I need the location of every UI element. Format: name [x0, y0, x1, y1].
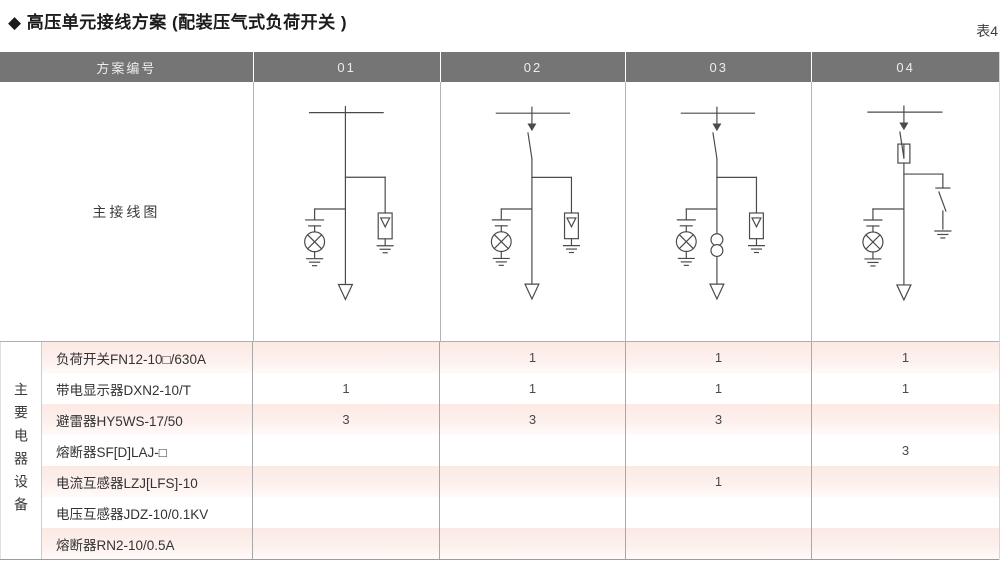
- quantity-cell: [252, 342, 439, 373]
- equipment-label: 熔断器SF[D]LAJ-□: [56, 444, 167, 460]
- equipment-section: 主要电器设备 负荷开关FN12-10□/630A 1 1 1 带电显示器DXN2…: [0, 341, 999, 560]
- scheme-table: 方案编号 01 02 03 04 主接线图 主要电器设备 负荷开关FN12-10…: [0, 52, 1000, 560]
- quantity-cell: [439, 435, 625, 466]
- quantity-cell: 3: [811, 435, 999, 466]
- equipment-row-voltage-indicator: 带电显示器DXN2-10/T 1 1 1 1: [42, 373, 999, 404]
- wiring-diagram-04: [811, 82, 999, 341]
- quantity-cell: [439, 528, 625, 559]
- one-line-diagram: [676, 106, 766, 301]
- equipment-label: 负荷开关FN12-10□/630A: [56, 351, 206, 367]
- wiring-diagram-03: [625, 82, 811, 341]
- table-header-row: 方案编号 01 02 03 04: [0, 52, 999, 82]
- header-scheme-02: 02: [439, 52, 626, 82]
- quantity-cell: 1: [625, 373, 811, 404]
- equipment-side-strip: 主要电器设备: [0, 342, 42, 559]
- quantity-cell: 1: [625, 342, 811, 373]
- header-scheme-04: 04: [811, 52, 999, 82]
- equipment-row-current-transformer: 电流互感器LZJ[LFS]-10 1: [42, 466, 999, 497]
- header-scheme-col: 方案编号: [0, 52, 253, 82]
- equipment-label: 电流互感器LZJ[LFS]-10: [56, 475, 198, 491]
- quantity-cell: 1: [625, 466, 811, 497]
- wiring-diagram-row: 主接线图: [0, 82, 999, 341]
- equipment-row-load-switch: 负荷开关FN12-10□/630A 1 1 1: [42, 342, 999, 373]
- quantity-cell: [252, 466, 439, 497]
- quantity-cell: [439, 466, 625, 497]
- quantity-cell: 1: [811, 342, 999, 373]
- quantity-cell: [811, 466, 999, 497]
- quantity-cell: [811, 497, 999, 528]
- one-line-diagram: [490, 106, 580, 301]
- quantity-cell: [811, 528, 999, 559]
- quantity-cell: [811, 404, 999, 435]
- equipment-row-arrester: 避雷器HY5WS-17/50 3 3 3: [42, 404, 999, 435]
- quantity-cell: [625, 528, 811, 559]
- quantity-cell: 3: [252, 404, 439, 435]
- quantity-cell: [625, 497, 811, 528]
- quantity-cell: [252, 497, 439, 528]
- quantity-cell: [252, 435, 439, 466]
- table-number-label: 表4: [976, 23, 998, 39]
- page-title: ◆ 高压单元接线方案 (配装压气式负荷开关 ): [8, 13, 348, 32]
- equipment-label: 带电显示器DXN2-10/T: [56, 382, 192, 398]
- equipment-label: 避雷器HY5WS-17/50: [56, 413, 183, 429]
- quantity-cell: 1: [811, 373, 999, 404]
- quantity-cell: [439, 497, 625, 528]
- wiring-diagram-02: [439, 82, 626, 341]
- quantity-cell: 3: [625, 404, 811, 435]
- quantity-cell: 3: [439, 404, 625, 435]
- wiring-diagram-01: [252, 82, 440, 341]
- header-scheme-03: 03: [625, 52, 812, 82]
- quantity-cell: 1: [252, 373, 439, 404]
- equipment-rows: 负荷开关FN12-10□/630A 1 1 1 带电显示器DXN2-10/T 1…: [42, 342, 999, 559]
- quantity-cell: 1: [439, 342, 625, 373]
- equipment-side-label: 主要电器设备: [13, 381, 29, 520]
- header-scheme-01: 01: [252, 52, 440, 82]
- quantity-cell: [252, 528, 439, 559]
- one-line-diagram: [862, 105, 952, 302]
- equipment-label: 熔断器RN2-10/0.5A: [56, 537, 175, 553]
- equipment-row-voltage-transformer: 电压互感器JDZ-10/0.1KV: [42, 497, 999, 528]
- equipment-label: 电压互感器JDZ-10/0.1KV: [56, 506, 209, 522]
- equipment-row-fuse-sf: 熔断器SF[D]LAJ-□ 3: [42, 435, 999, 466]
- quantity-cell: 1: [439, 373, 625, 404]
- equipment-row-fuse-rn2: 熔断器RN2-10/0.5A: [42, 528, 999, 559]
- one-line-diagram: [303, 106, 394, 301]
- quantity-cell: [625, 435, 811, 466]
- diagram-row-label: 主接线图: [92, 203, 161, 220]
